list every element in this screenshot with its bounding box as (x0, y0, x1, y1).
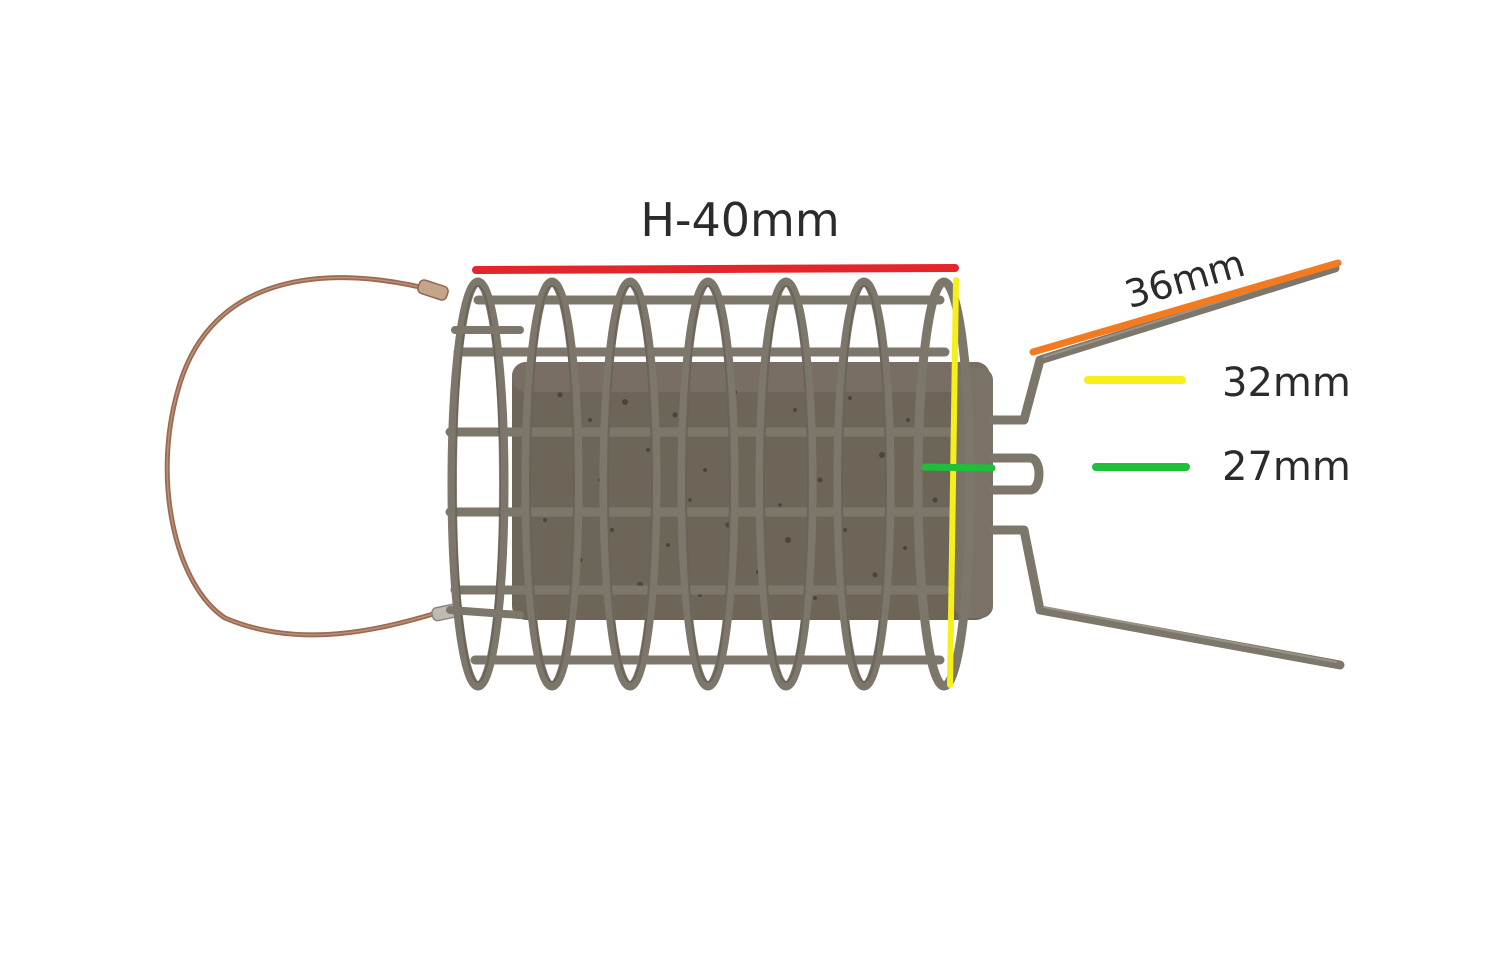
crimp-sleeve-top (417, 279, 449, 301)
feeder-legs (988, 263, 1345, 670)
cage-rings (447, 277, 975, 691)
arm-length-line (1029, 259, 1342, 356)
weight-block-highlight (512, 362, 990, 392)
wire-loop (164, 275, 443, 638)
outer-diameter-label: 32mm (1222, 360, 1351, 406)
inner-diameter-line (921, 463, 996, 472)
weight-block (512, 362, 990, 620)
cage-ring-shadows (455, 285, 887, 683)
wire-loop-sheen (166, 276, 441, 636)
outer-diameter-line (947, 277, 959, 688)
height-label: H-40mm (640, 193, 839, 247)
cage-left-end (446, 326, 524, 619)
dimension-markers (472, 259, 1342, 688)
inner-diameter-label: 27mm (1222, 444, 1351, 490)
height-line (472, 264, 959, 274)
cage-feeder-icon (164, 263, 1345, 691)
cage-bars (445, 295, 955, 665)
